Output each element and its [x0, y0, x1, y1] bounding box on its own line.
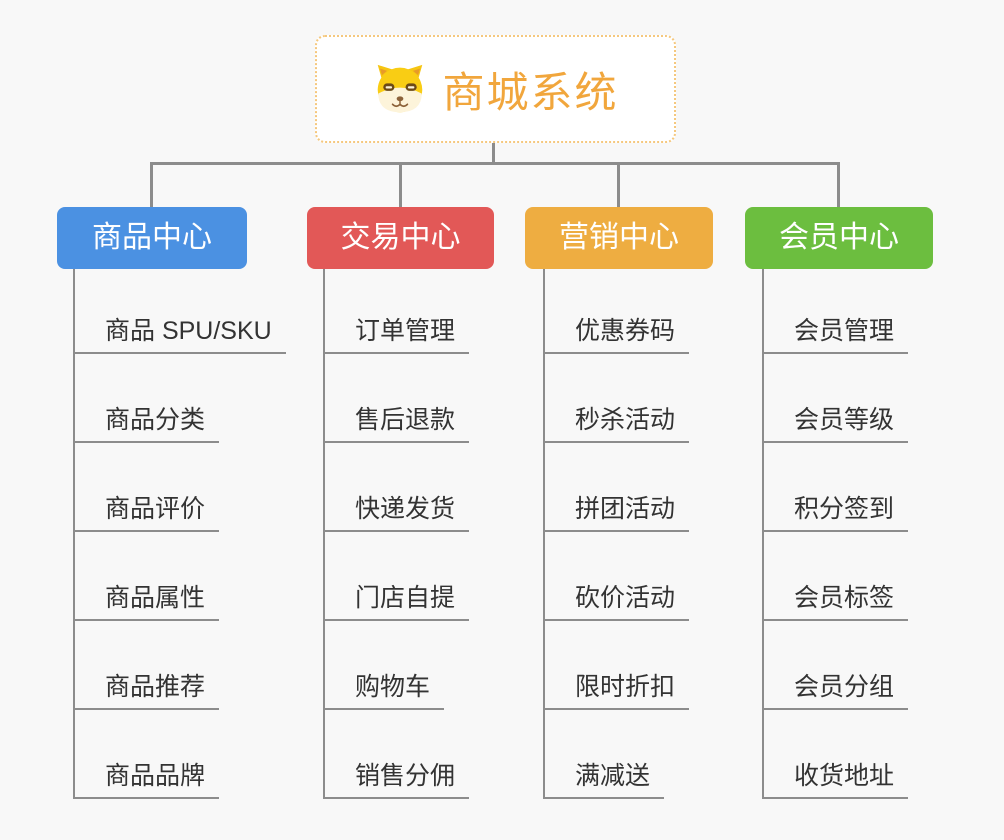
leaf-node[interactable]: 会员等级: [762, 405, 909, 443]
leaf-node[interactable]: 售后退款: [323, 405, 470, 443]
shiba-dog-icon: [378, 64, 423, 113]
leaf-node[interactable]: 积分签到: [762, 494, 909, 532]
connector-branch-stub: [837, 162, 840, 208]
connector-trunk: [762, 269, 764, 799]
leaf-node[interactable]: 优惠券码: [543, 316, 690, 354]
connector-trunk: [543, 269, 545, 799]
leaf-node[interactable]: 快递发货: [323, 494, 470, 532]
connector-root-stub: [492, 141, 495, 165]
leaf-node[interactable]: 商品品牌: [73, 761, 220, 799]
root-node[interactable]: 商城系统: [315, 35, 676, 143]
branch-product-center[interactable]: 商品中心: [57, 207, 247, 269]
leaf-node[interactable]: 订单管理: [323, 316, 470, 354]
leaf-node[interactable]: 销售分佣: [323, 761, 470, 799]
leaf-node[interactable]: 会员标签: [762, 583, 909, 621]
connector-branch-stub: [399, 162, 402, 208]
leaf-node[interactable]: 商品评价: [73, 494, 220, 532]
branch-trade-center[interactable]: 交易中心: [307, 207, 494, 269]
leaf-node[interactable]: 商品 SPU/SKU: [73, 316, 286, 354]
leaf-node[interactable]: 商品属性: [73, 583, 220, 621]
leaf-node[interactable]: 会员管理: [762, 316, 909, 354]
leaf-node[interactable]: 商品推荐: [73, 672, 220, 710]
leaf-node[interactable]: 购物车: [323, 672, 445, 710]
leaf-node[interactable]: 商品分类: [73, 405, 220, 443]
leaf-node[interactable]: 满减送: [543, 761, 665, 799]
leaf-node[interactable]: 限时折扣: [543, 672, 690, 710]
branch-member-center[interactable]: 会员中心: [745, 207, 933, 269]
connector-horizontal: [150, 162, 840, 165]
connector-branch-stub: [150, 162, 153, 208]
leaf-node[interactable]: 拼团活动: [543, 494, 690, 532]
leaf-node[interactable]: 秒杀活动: [543, 405, 690, 443]
leaf-node[interactable]: 收货地址: [762, 761, 909, 799]
root-title: 商城系统: [442, 68, 619, 116]
leaf-node[interactable]: 门店自提: [323, 583, 470, 621]
connector-trunk: [323, 269, 325, 799]
leaf-node[interactable]: 砍价活动: [543, 583, 690, 621]
connector-branch-stub: [617, 162, 620, 208]
connector-trunk: [73, 269, 75, 799]
leaf-node[interactable]: 会员分组: [762, 672, 909, 710]
branch-marketing-center[interactable]: 营销中心: [525, 207, 713, 269]
